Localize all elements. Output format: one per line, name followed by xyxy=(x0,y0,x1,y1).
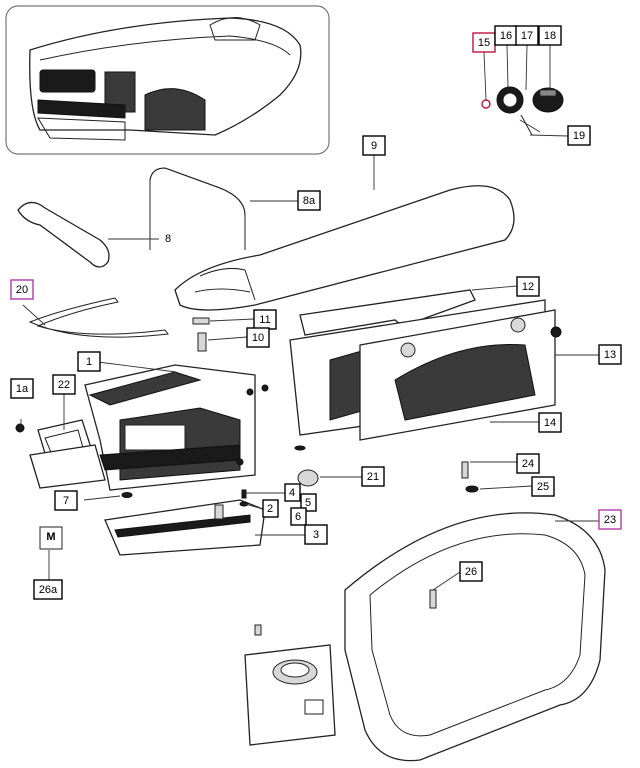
label-22: 22 xyxy=(52,374,76,395)
label-7: 7 xyxy=(54,490,78,511)
svg-text:16: 16 xyxy=(500,30,512,42)
svg-text:19: 19 xyxy=(573,130,585,142)
label-15: 15 xyxy=(472,32,496,53)
svg-text:15: 15 xyxy=(478,37,490,49)
mounting-frame xyxy=(344,512,606,762)
svg-text:8: 8 xyxy=(165,233,171,245)
svg-text:3: 3 xyxy=(313,529,319,541)
svg-text:23: 23 xyxy=(604,514,616,526)
label-19: 19 xyxy=(567,125,591,146)
label-5: 5 xyxy=(300,493,317,512)
svg-text:24: 24 xyxy=(522,458,534,470)
svg-text:8a: 8a xyxy=(303,195,316,207)
label-21: 21 xyxy=(361,466,385,487)
handle xyxy=(17,201,110,268)
svg-text:22: 22 xyxy=(58,379,70,391)
hood xyxy=(174,185,515,311)
nut xyxy=(15,423,25,433)
logo-letter: M xyxy=(46,531,55,543)
knob xyxy=(297,469,319,487)
svg-text:5: 5 xyxy=(305,497,311,509)
label-23: 23 xyxy=(598,509,622,530)
svg-text:9: 9 xyxy=(371,140,377,152)
svg-text:21: 21 xyxy=(367,471,379,483)
label-12: 12 xyxy=(516,276,540,297)
svg-text:1a: 1a xyxy=(16,383,29,395)
svg-text:14: 14 xyxy=(544,417,556,429)
svg-text:6: 6 xyxy=(295,511,301,523)
svg-text:10: 10 xyxy=(252,332,264,344)
label-25: 25 xyxy=(531,476,555,497)
svg-text:13: 13 xyxy=(604,349,616,361)
label-3: 3 xyxy=(304,524,328,545)
label-8a: 8a xyxy=(297,190,321,211)
lower-bezel xyxy=(29,444,106,489)
svg-text:18: 18 xyxy=(544,30,556,42)
svg-text:11: 11 xyxy=(259,314,270,326)
brand-logo: M xyxy=(39,526,63,550)
seal-strip xyxy=(28,297,169,338)
label-9: 9 xyxy=(362,135,386,156)
label-16: 16 xyxy=(494,25,518,46)
o-ring xyxy=(481,99,491,109)
label-26a: 26a xyxy=(33,579,63,600)
washer-25 xyxy=(465,485,479,493)
svg-text:2: 2 xyxy=(267,503,273,515)
label-13: 13 xyxy=(598,344,622,365)
label-1a: 1a xyxy=(10,378,34,399)
clip xyxy=(192,317,210,325)
svg-text:26: 26 xyxy=(465,566,477,578)
svg-text:12: 12 xyxy=(522,281,534,293)
label-20: 20 xyxy=(10,279,34,300)
svg-text:20: 20 xyxy=(16,284,28,296)
label-1: 1 xyxy=(77,351,101,372)
label-17: 17 xyxy=(515,25,539,46)
svg-text:25: 25 xyxy=(537,481,549,493)
svg-text:17: 17 xyxy=(521,30,533,42)
bolt xyxy=(197,332,207,352)
label-10: 10 xyxy=(246,327,270,348)
label-24: 24 xyxy=(516,453,540,474)
fuel-cap-assembly xyxy=(481,86,564,136)
svg-text:4: 4 xyxy=(289,487,295,499)
label-18: 18 xyxy=(538,25,562,46)
label-26: 26 xyxy=(459,561,483,582)
label-8: 8 xyxy=(165,233,171,245)
svg-text:7: 7 xyxy=(63,495,69,507)
label-2: 2 xyxy=(262,499,279,518)
label-4: 4 xyxy=(284,483,301,502)
svg-text:1: 1 xyxy=(86,356,92,368)
overview-inset xyxy=(5,5,330,155)
label-11: 11 xyxy=(253,309,277,330)
bolt-24 xyxy=(461,461,469,479)
label-14: 14 xyxy=(538,412,562,433)
svg-text:26a: 26a xyxy=(39,584,58,596)
label-6: 6 xyxy=(290,507,307,526)
